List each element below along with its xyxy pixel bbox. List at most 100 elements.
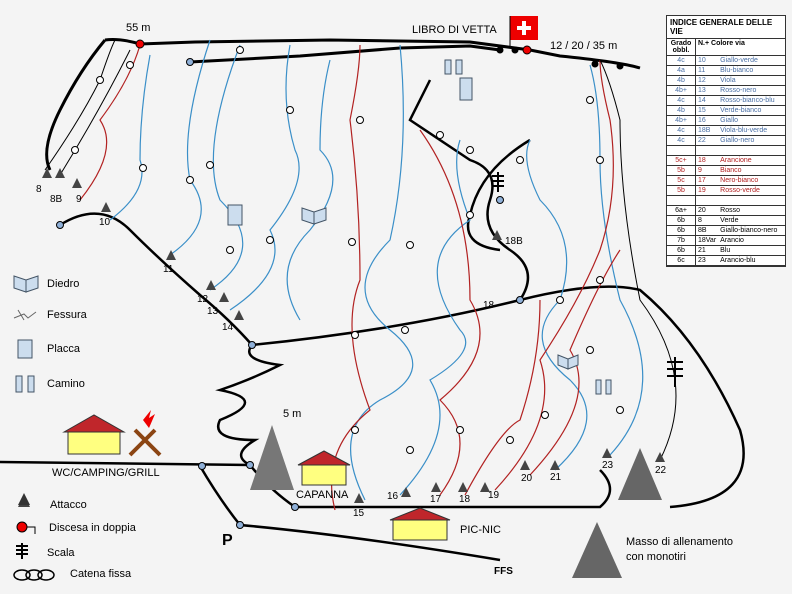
route-label: 20	[521, 473, 533, 484]
route-color: Viola-blu-verde	[718, 125, 785, 136]
belay-points	[71, 46, 624, 454]
trail-junctions	[56, 58, 524, 529]
route-number: 8B	[695, 225, 719, 236]
route-label: 8	[36, 184, 42, 195]
legend-scala: Scala	[47, 547, 75, 559]
route-color: Arancione	[718, 155, 785, 166]
route-number: 18B	[695, 125, 719, 136]
rappel-length-right: 12 / 20 / 35 m	[550, 40, 618, 52]
grade: 4b+	[667, 115, 696, 126]
route-number: 19	[695, 185, 719, 196]
fire-icon	[128, 410, 162, 457]
route-label: 16	[387, 491, 399, 502]
blue-routes	[109, 39, 644, 501]
route-number: 12	[695, 75, 719, 86]
grade: 4b+	[667, 85, 696, 96]
hut-picnic	[389, 507, 451, 541]
route-color: Viola	[718, 75, 785, 86]
route-label: 9	[76, 194, 82, 205]
route-label: 17	[430, 494, 442, 505]
legend-diedro: Diedro	[47, 278, 80, 290]
route-number: 9	[695, 165, 719, 176]
masso-label-2: con monotiri	[626, 551, 686, 563]
trails	[0, 79, 745, 562]
group-spacer	[667, 145, 785, 156]
grade: 4a	[667, 65, 696, 76]
grade: 6b	[667, 245, 696, 256]
swiss-flag-icon	[509, 16, 538, 48]
route-number: 18	[695, 155, 719, 166]
route-number: 11	[695, 65, 719, 76]
route-number: 23	[695, 255, 719, 266]
legend-discesa-icon	[16, 521, 36, 534]
col-grade: Grado obbl.	[667, 39, 696, 56]
red-routes	[79, 44, 621, 511]
route-number: 17	[695, 175, 719, 186]
legend-discesa: Discesa in doppia	[49, 522, 136, 534]
camino-icon	[15, 375, 35, 393]
route-color: Blu-bianco	[718, 65, 785, 76]
route-color: Bianco	[718, 165, 785, 176]
route-color: Rosso-nero	[718, 85, 785, 96]
route-number: 8	[695, 215, 719, 226]
attacco-markers	[18, 168, 665, 507]
capanna-boulder	[250, 425, 294, 490]
grade: 5b	[667, 165, 696, 176]
route-features	[227, 59, 612, 395]
grade: 7b	[667, 235, 696, 246]
route-number: 14	[695, 95, 719, 106]
grade: 6a+	[667, 205, 696, 216]
rappel-length-hut: 5 m	[283, 408, 302, 420]
wc-camping-label: WC/CAMPING/GRILL	[52, 467, 160, 479]
route-color: Arancio-blu	[718, 255, 785, 266]
route-label: 21	[550, 472, 562, 483]
grade: 4c	[667, 55, 696, 66]
route-color: Rosso-verde	[718, 185, 785, 196]
route-label: 13	[207, 306, 219, 317]
grade: 5c+	[667, 155, 696, 166]
legend-fessura: Fessura	[47, 309, 87, 321]
scala-icon	[492, 172, 683, 387]
route-label: 22	[655, 465, 667, 476]
grade: 6b	[667, 215, 696, 226]
route-color: Arancio	[718, 235, 785, 246]
route-color: Rosso-bianco-blu	[718, 95, 785, 106]
route-label: 10	[99, 217, 111, 228]
masso-boulder	[572, 522, 622, 578]
route-label: 18	[459, 494, 471, 505]
grade: 4c	[667, 135, 696, 146]
route-number: 16	[695, 115, 719, 126]
picnic-label: PIC-NIC	[460, 524, 501, 536]
route-color: Rosso	[718, 205, 785, 216]
diedro-icon	[13, 275, 39, 293]
route-color: Giallo-verde	[718, 55, 785, 66]
route-label: 12	[197, 294, 209, 305]
hut-capanna	[297, 450, 351, 486]
legend-attacco: Attacco	[50, 499, 87, 511]
route-label: 14	[222, 322, 234, 333]
route-color: Giallo	[718, 115, 785, 126]
route-number: 22	[695, 135, 719, 146]
ffs-label: FFS	[494, 566, 513, 577]
legend-catena-icon	[13, 569, 55, 581]
route-number: 13	[695, 85, 719, 96]
route-label: 15	[353, 508, 365, 519]
group-spacer	[667, 195, 785, 206]
